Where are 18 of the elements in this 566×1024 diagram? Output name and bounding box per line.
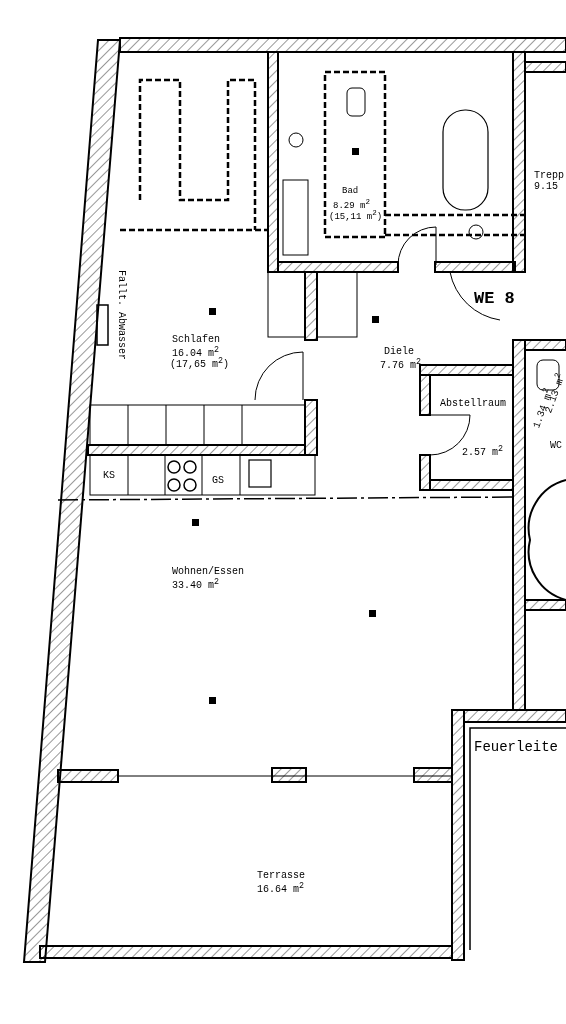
room-name: Diele [384, 346, 414, 357]
appliance-label: KS [103, 470, 115, 481]
area-value: 7.76 m$^{2}$ [380, 357, 421, 372]
room-name: Terrasse [257, 870, 305, 881]
area-value: 9.15 [534, 181, 558, 192]
appliance-label: GS [212, 475, 224, 486]
room-name: Bad [342, 186, 359, 197]
room-name: Wohnen/Essen [172, 566, 244, 577]
room-name: Trepp [534, 170, 564, 181]
room-name: Abstellraum [440, 398, 506, 409]
area-value: 16.64 m$^{2}$ [257, 881, 304, 896]
area-value: 33.40 m$^{2}$ [172, 577, 219, 592]
room-name: Feuerleite [474, 738, 558, 756]
note-text: Fallt. Abwasser [116, 270, 127, 360]
room-name: WC [550, 440, 562, 451]
unit-number: WE 8 [474, 290, 515, 308]
room-name: Schlafen [172, 334, 220, 345]
area-value: 2.57 m$^{2}$ [462, 444, 503, 459]
